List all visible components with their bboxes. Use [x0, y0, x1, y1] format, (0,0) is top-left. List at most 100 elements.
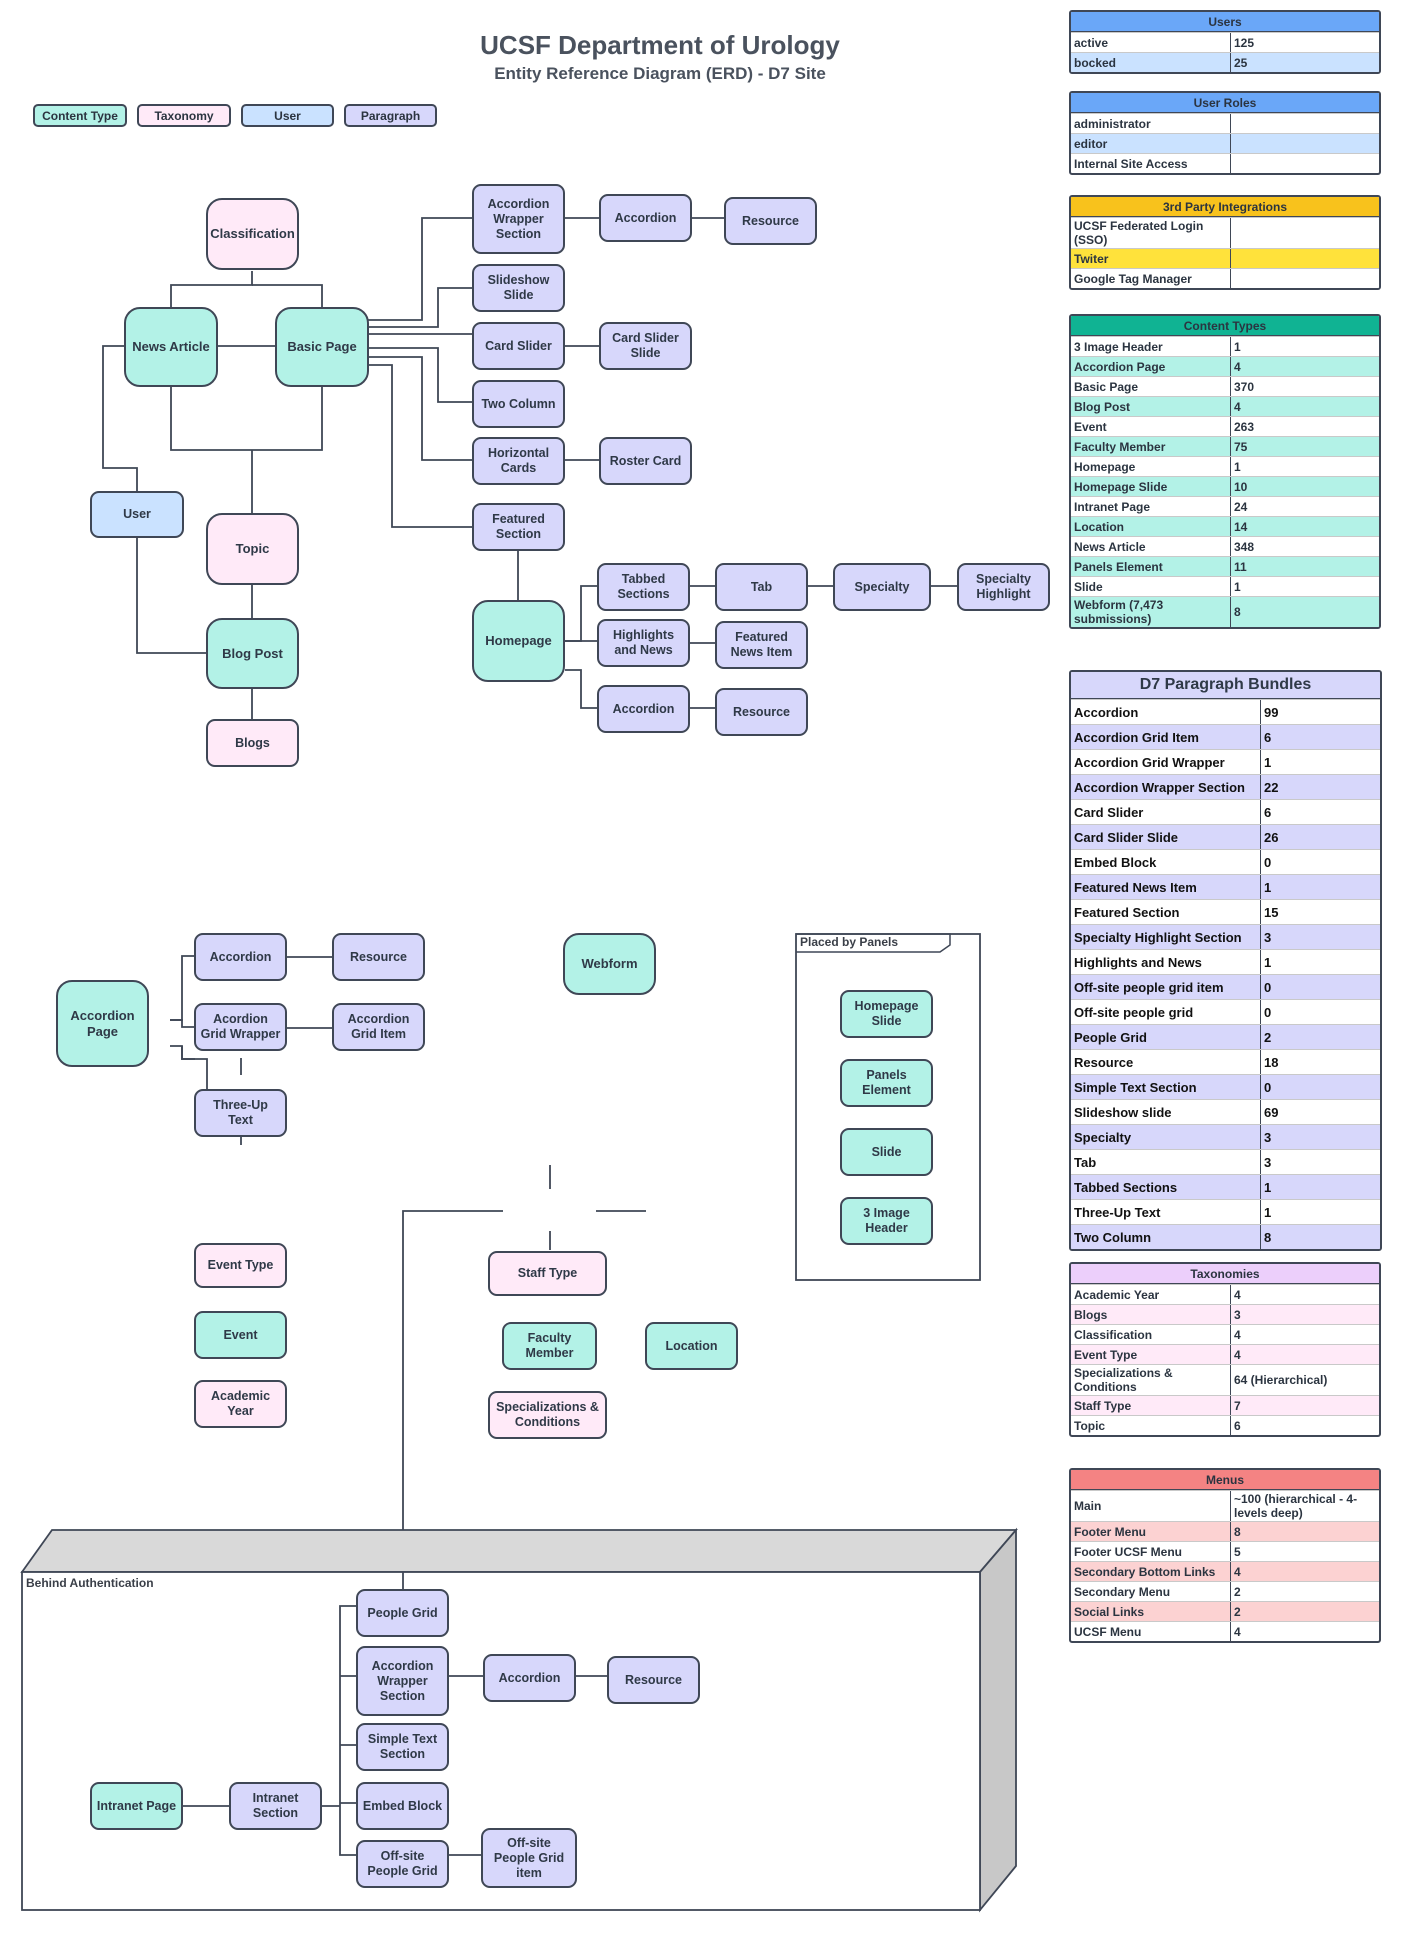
- node-off-site-people-grid-item: Off-site People Grid item: [481, 1828, 577, 1888]
- table-cell-name: Specializations & Conditions: [1071, 1365, 1231, 1395]
- table-cell-value: 125: [1234, 35, 1255, 50]
- table-cell-value: 75: [1234, 439, 1248, 454]
- node-slideshow-slide: Slideshow Slide: [472, 264, 565, 312]
- node-homepage-slide: Homepage Slide: [840, 990, 933, 1038]
- table-cell-name: active: [1071, 33, 1231, 52]
- table-cell-name: Featured Section: [1071, 900, 1261, 924]
- node-resource-homepage: Resource: [715, 688, 808, 736]
- node-resource-intranet: Resource: [607, 1656, 700, 1704]
- table-row: UCSF Federated Login (SSO): [1071, 217, 1379, 248]
- table-cell-name: Academic Year: [1071, 1285, 1231, 1304]
- table-cell-value: [1231, 134, 1379, 153]
- table-cell-value: [1231, 114, 1379, 133]
- node-specializations-conditions: Specializations & Conditions: [488, 1391, 607, 1439]
- node-classification: Classification: [206, 198, 299, 270]
- table-cell-name: Event: [1071, 417, 1231, 436]
- table-cell-value: 25: [1234, 55, 1248, 70]
- table-cell-name: Embed Block: [1071, 850, 1261, 874]
- diagram-title: UCSF Department of Urology: [480, 30, 840, 60]
- table-cell-name: Tab: [1071, 1150, 1261, 1174]
- table-cell-value: 1: [1264, 879, 1272, 895]
- table-cell-name: Footer Menu: [1071, 1522, 1231, 1541]
- table-cell-name: Homepage: [1071, 457, 1231, 476]
- node-webform: Webform: [563, 933, 656, 995]
- table-cell-value: 1: [1234, 579, 1241, 594]
- auth-container-label: Behind Authentication: [26, 1576, 154, 1590]
- table-cell-value: 6: [1264, 804, 1272, 820]
- table-cell-value: 0: [1264, 1079, 1272, 1095]
- table-cell-name: Staff Type: [1071, 1396, 1231, 1415]
- table-cell-value: [1231, 154, 1379, 173]
- table-cell-name: Tabbed Sections: [1071, 1175, 1261, 1199]
- table-cell-name: Classification: [1071, 1325, 1231, 1344]
- table-cell-name: Secondary Menu: [1071, 1582, 1231, 1601]
- table-cell-value: 1: [1234, 339, 1241, 354]
- table-title: Content Types: [1071, 316, 1379, 336]
- node-simple-text-section: Simple Text Section: [356, 1723, 449, 1771]
- table-cell-name: Featured News Item: [1071, 875, 1261, 899]
- table-title: Taxonomies: [1071, 1264, 1379, 1284]
- table-cell-value: 5: [1234, 1544, 1241, 1559]
- table-cell-name: Faculty Member: [1071, 437, 1231, 456]
- table-cell-value: 7: [1234, 1398, 1241, 1413]
- table-cell-value: 8: [1234, 605, 1241, 619]
- table-cell-name: Blog Post: [1071, 397, 1231, 416]
- table-cell-name: Intranet Page: [1071, 497, 1231, 516]
- table-title: User Roles: [1071, 93, 1379, 113]
- table-row: administrator: [1071, 113, 1379, 133]
- table-cell-value: [1231, 249, 1379, 268]
- legend-content-type: Content Type: [33, 104, 127, 127]
- table-cell-value: 8: [1264, 1229, 1272, 1245]
- table-cell-name: UCSF Federated Login (SSO): [1071, 218, 1231, 248]
- table-cell-name: administrator: [1071, 114, 1231, 133]
- node-slide: Slide: [840, 1128, 933, 1176]
- table-cell-value: [1231, 269, 1379, 288]
- node-horizontal-cards: Horizontal Cards: [472, 437, 565, 485]
- node-blogs: Blogs: [206, 719, 299, 767]
- table-cell-value: 4: [1234, 1287, 1241, 1302]
- node-specialty: Specialty: [833, 563, 931, 611]
- node-3-image-header: 3 Image Header: [840, 1197, 933, 1245]
- node-accordion-grid-item: Accordion Grid Item: [332, 1003, 425, 1051]
- node-accordion-wrapper-section-intranet: Accordion Wrapper Section: [356, 1646, 449, 1716]
- table-cell-value: 2: [1264, 1029, 1272, 1045]
- table-row: Webform (7,473 submissions)8: [1071, 596, 1379, 627]
- node-accordion-ap: Accordion: [194, 933, 287, 981]
- table-cell-value: 1: [1264, 1179, 1272, 1195]
- node-blog-post: Blog Post: [206, 618, 299, 689]
- node-accordion-homepage: Accordion: [597, 685, 690, 733]
- table-cell-name: Event Type: [1071, 1345, 1231, 1364]
- node-user: User: [90, 491, 184, 538]
- table-cell-name: Google Tag Manager: [1071, 269, 1231, 288]
- table-title: D7 Paragraph Bundles: [1071, 672, 1380, 699]
- table-cell-name: Secondary Bottom Links: [1071, 1562, 1231, 1581]
- table-cell-name: Footer UCSF Menu: [1071, 1542, 1231, 1561]
- table-cell-value: 4: [1234, 1564, 1241, 1579]
- table-cell-name: Accordion Wrapper Section: [1071, 775, 1261, 799]
- node-featured-news-item: Featured News Item: [715, 621, 808, 669]
- table-cell-name: Highlights and News: [1071, 950, 1261, 974]
- table-cell-value: 348: [1234, 539, 1255, 554]
- table-row: Twiter: [1071, 248, 1379, 268]
- table-cell-value: 18: [1264, 1054, 1279, 1070]
- table-cell-name: Accordion Grid Wrapper: [1071, 750, 1261, 774]
- node-accordion: Accordion: [599, 194, 692, 242]
